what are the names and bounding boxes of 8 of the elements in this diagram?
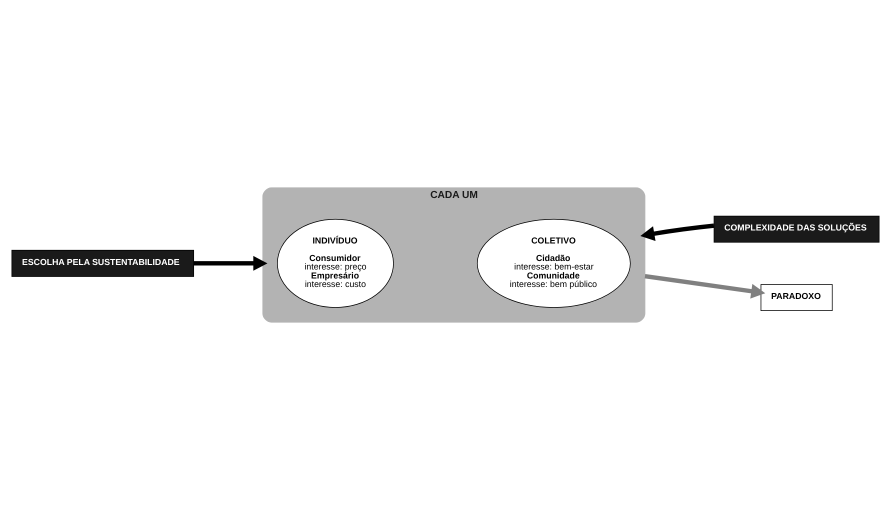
node-box: ESCOLHA PELA SUSTENTABILIDADE xyxy=(12,249,194,276)
arrow xyxy=(194,255,268,270)
node-box: PARADOXO xyxy=(760,284,833,310)
node-ellipse: COLETIVO Cidadão interesse: bem-estar Comunidade interesse: bem público xyxy=(476,218,631,308)
node-ellipse: INDIVÍDUO Consumidor interesse: preço Empresário interesse: custo xyxy=(277,218,394,308)
arrow xyxy=(644,274,766,298)
node-box: COMPLEXIDADE DAS SOLUÇÕES xyxy=(714,215,880,242)
arrow xyxy=(640,223,714,240)
